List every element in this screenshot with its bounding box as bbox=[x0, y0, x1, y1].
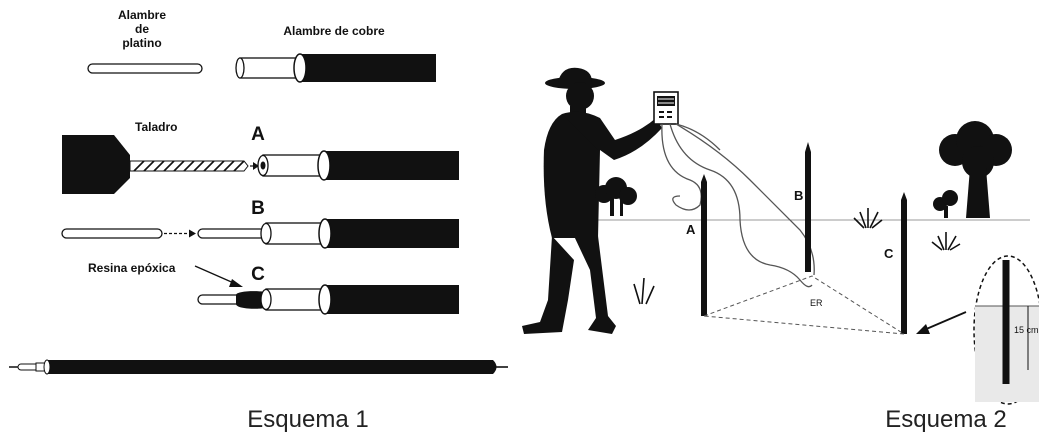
arrow-epoxy bbox=[194, 265, 243, 287]
grass-tufts bbox=[633, 208, 961, 305]
electrode-step-c bbox=[197, 284, 459, 315]
tree-right bbox=[939, 121, 1012, 218]
epoxy-label: Resina epóxica bbox=[88, 261, 176, 275]
person-silhouette bbox=[522, 67, 662, 334]
arrow-insert-platinum bbox=[164, 229, 196, 238]
copper-wire-step-a bbox=[257, 150, 459, 181]
scheme-2: A B C ER bbox=[522, 67, 1039, 433]
shrub-right bbox=[933, 190, 958, 218]
platinum-wire-step-b bbox=[61, 228, 163, 239]
electrode-b-label: B bbox=[794, 188, 803, 203]
depth-inset: 15 cm bbox=[973, 255, 1039, 405]
meter-device bbox=[653, 91, 679, 125]
copper-wire bbox=[235, 53, 436, 83]
platinum-wire bbox=[87, 63, 203, 74]
copper-wire-step-b bbox=[197, 218, 459, 249]
electrode-rod-b bbox=[805, 142, 811, 272]
finished-electrode bbox=[9, 359, 508, 375]
step-a-label: A bbox=[251, 124, 265, 145]
step-c-label: C bbox=[251, 264, 265, 285]
cables bbox=[661, 123, 815, 288]
bush-left bbox=[595, 177, 637, 216]
platinum-label-line-3: platino bbox=[122, 36, 161, 50]
scheme-2-caption: Esquema 2 bbox=[885, 406, 1006, 433]
electrode-rod-a bbox=[701, 174, 707, 316]
scheme-1-caption: Esquema 1 bbox=[247, 406, 368, 433]
arrow-to-inset bbox=[916, 311, 967, 334]
electrode-c-label: C bbox=[884, 246, 894, 261]
arrow-drill-to-wire bbox=[250, 162, 259, 170]
drill bbox=[62, 135, 249, 194]
electrode-a-label: A bbox=[686, 222, 696, 237]
copper-label: Alambre de cobre bbox=[283, 24, 385, 38]
reference-electrode-label: ER bbox=[810, 298, 823, 308]
depth-label: 15 cm bbox=[1014, 325, 1039, 335]
scheme-1: Alambre de platino Alambre de cobre Tala… bbox=[9, 8, 508, 433]
platinum-label-line-1: Alambre bbox=[118, 8, 166, 22]
electrode-layout-triangle bbox=[703, 275, 905, 335]
step-b-label: B bbox=[251, 198, 265, 219]
electrode-rod-c bbox=[901, 192, 907, 334]
drill-label: Taladro bbox=[135, 120, 177, 134]
platinum-label-line-2: de bbox=[135, 22, 149, 36]
